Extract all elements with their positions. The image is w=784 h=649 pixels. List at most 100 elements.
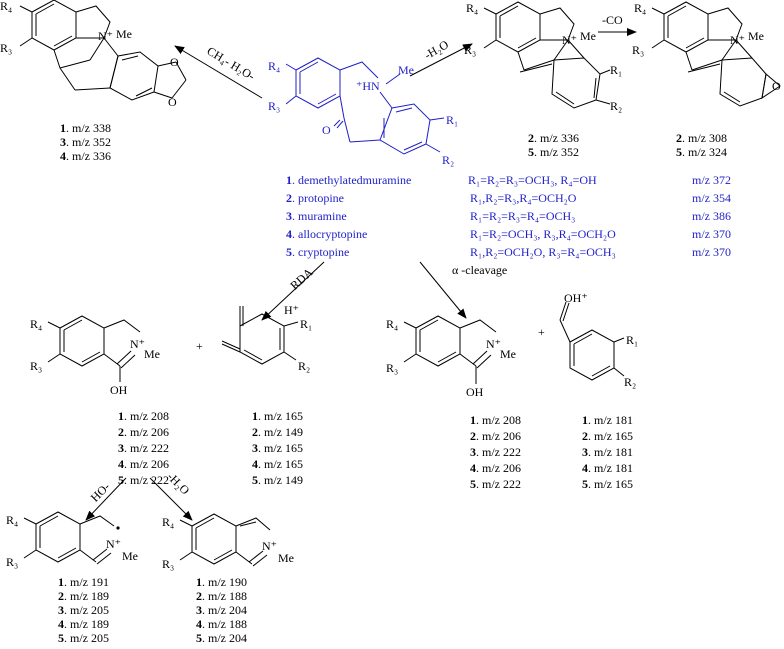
svg-text:5. cryptopine: 5. cryptopine (286, 245, 349, 259)
me-label: Me (122, 549, 138, 563)
svg-text:R₁=R₂=R₃=OCH₃, R₄=OH: R₁=R₂=R₃=OCH₃, R₄=OH (468, 173, 597, 187)
n-plus-label: N⁺ (730, 33, 745, 47)
svg-text:5. m/z 324: 5. m/z 324 (676, 145, 727, 159)
svg-text:4. m/z 165: 4. m/z 165 (252, 457, 303, 471)
svg-text:4. m/z 336: 4. m/z 336 (60, 149, 111, 163)
h-plus-label: H⁺ (284, 303, 299, 317)
svg-text:m/z 386: m/z 386 (692, 209, 731, 223)
me-label: Me (398, 63, 414, 77)
oh-label: OH (110, 383, 128, 397)
svg-text:2. m/z 149: 2. m/z 149 (252, 425, 303, 439)
svg-text:2. m/z 336: 2. m/z 336 (528, 131, 579, 145)
parent-structure: R₄ R₃ ⁺HN Me O R₁ R₂ (268, 57, 458, 167)
r2-label: R₂ (624, 375, 636, 389)
svg-text:m/z 370: m/z 370 (692, 227, 731, 241)
arrow-rda (261, 261, 325, 321)
svg-text:1. m/z 208: 1. m/z 208 (118, 409, 169, 423)
svg-text:2. protopine: 2. protopine (286, 191, 344, 205)
svg-text:m/z 354: m/z 354 (692, 191, 731, 205)
list-rda-left: 1. m/z 208 2. m/z 206 3. m/z 222 4. m/z … (118, 409, 169, 487)
nplus-h-label: ⁺HN (356, 79, 380, 93)
svg-text:1. demethylatedmuramine: 1. demethylatedmuramine (286, 173, 411, 187)
svg-text:1. m/z 338: 1. m/z 338 (60, 121, 111, 135)
reagent-top-left: CH₄- H₂O- (204, 44, 257, 83)
svg-text:3. m/z 222: 3. m/z 222 (470, 445, 521, 459)
svg-text:3. m/z 181: 3. m/z 181 (582, 445, 633, 459)
n-plus-label: N⁺ (106, 537, 121, 551)
svg-text:m/z 370: m/z 370 (692, 245, 731, 259)
svg-text:4. m/z 206: 4. m/z 206 (470, 461, 521, 475)
svg-text:2. m/z 206: 2. m/z 206 (470, 429, 521, 443)
r4-label: R₄ (30, 317, 42, 331)
svg-text:1. m/z 208: 1. m/z 208 (470, 413, 521, 427)
alpha-right-fragment: OH⁺ R₁ R₂ (559, 291, 638, 389)
oh-plus-label: OH⁺ (564, 291, 588, 305)
plus-sign: + (196, 339, 203, 353)
list-far-right: 2. m/z 308 5. m/z 324 (676, 131, 727, 159)
r2-label: R₂ (298, 359, 310, 373)
me-label: Me (116, 27, 132, 41)
reagent-far-right: -CO (602, 13, 623, 27)
list-top-left: 1. m/z 338 3. m/z 352 4. m/z 336 (60, 121, 111, 163)
svg-text:5. m/z 165: 5. m/z 165 (582, 477, 633, 491)
svg-text:5. m/z 222: 5. m/z 222 (118, 473, 169, 487)
svg-text:4. m/z 181: 4. m/z 181 (582, 461, 633, 475)
r3-label: R₃ (632, 43, 644, 57)
n-plus-label: N⁺ (98, 29, 113, 43)
me-label: Me (748, 29, 764, 43)
svg-text:5. m/z 149: 5. m/z 149 (252, 473, 303, 487)
o-label: O (168, 95, 177, 109)
r4-label: R₄ (386, 317, 398, 331)
r3-label: R₃ (386, 361, 398, 375)
svg-text:m/z 372: m/z 372 (692, 173, 731, 187)
r4-label: R₄ (634, 1, 646, 15)
svg-text:5. m/z 352: 5. m/z 352 (528, 145, 579, 159)
product-top-right: R₄ R₃ N⁺ Me R₁ R₂ (464, 1, 622, 113)
svg-text:5. m/z 204: 5. m/z 204 (196, 631, 247, 645)
list-bottom-right: 1. m/z 190 2. m/z 188 3. m/z 204 4. m/z … (196, 575, 247, 645)
r2-label: R₂ (610, 99, 622, 113)
reagent-ho: HO- (88, 480, 113, 505)
list-bottom-left: 1. m/z 191 2. m/z 189 3. m/z 205 4. m/z … (58, 575, 109, 645)
svg-text:4. allocryptopine: 4. allocryptopine (286, 227, 367, 241)
r4-label: R₄ (0, 0, 12, 13)
arrow-to-top-left (174, 45, 263, 99)
n-plus-label: N⁺ (486, 337, 501, 351)
plus-sign: + (538, 325, 545, 339)
r3-label: R₃ (464, 43, 476, 57)
svg-text:3. muramine: 3. muramine (286, 209, 347, 223)
r3-label: R₃ (6, 555, 18, 569)
n-plus-label: N⁺ (562, 33, 577, 47)
r3-label: R₃ (30, 359, 42, 373)
svg-text:5. m/z 222: 5. m/z 222 (470, 477, 521, 491)
me-label: Me (144, 347, 160, 361)
r1-label: R₁ (626, 333, 638, 347)
r4-label: R₄ (6, 513, 18, 527)
me-label: Me (278, 551, 294, 565)
rda-left-fragment: R₄ R₃ N⁺ Me OH (30, 315, 160, 397)
me-label: Me (580, 29, 596, 43)
product-top-left: O O R₄ R₃ N⁺ Me (0, 0, 187, 109)
r3-label: R₃ (0, 41, 12, 55)
svg-text:1. m/z 181: 1. m/z 181 (582, 413, 633, 427)
svg-text:3. m/z 165: 3. m/z 165 (252, 441, 303, 455)
svg-text:4. m/z 206: 4. m/z 206 (118, 457, 169, 471)
r4-label: R₄ (268, 59, 280, 73)
svg-text:R₁=R₂=OCH₃, R₃,R₄=OCH₂O: R₁=R₂=OCH₃, R₃,R₄=OCH₂O (470, 227, 616, 241)
r3-label: R₃ (162, 557, 174, 571)
svg-text:4. m/z 188: 4. m/z 188 (196, 617, 247, 631)
svg-text:R₁,R₂=R₃,R₄=OCH₂O: R₁,R₂=R₃,R₄=OCH₂O (470, 191, 577, 205)
list-alpha-left: 1. m/z 208 2. m/z 206 3. m/z 222 4. m/z … (470, 413, 521, 491)
svg-text:2. m/z 189: 2. m/z 189 (58, 589, 109, 603)
me-label: Me (500, 347, 516, 361)
svg-text:4. m/z 189: 4. m/z 189 (58, 617, 109, 631)
svg-text:3. m/z 205: 3. m/z 205 (58, 603, 109, 617)
r4-label: R₄ (162, 515, 174, 529)
reagent-alpha: α -cleavage (452, 263, 507, 277)
svg-text:2. m/z 308: 2. m/z 308 (676, 131, 727, 145)
svg-text:1. m/z 165: 1. m/z 165 (252, 409, 303, 423)
svg-text:2. m/z 188: 2. m/z 188 (196, 589, 247, 603)
r3-label: R₃ (268, 99, 280, 113)
n-plus-label: N⁺ (130, 337, 145, 351)
